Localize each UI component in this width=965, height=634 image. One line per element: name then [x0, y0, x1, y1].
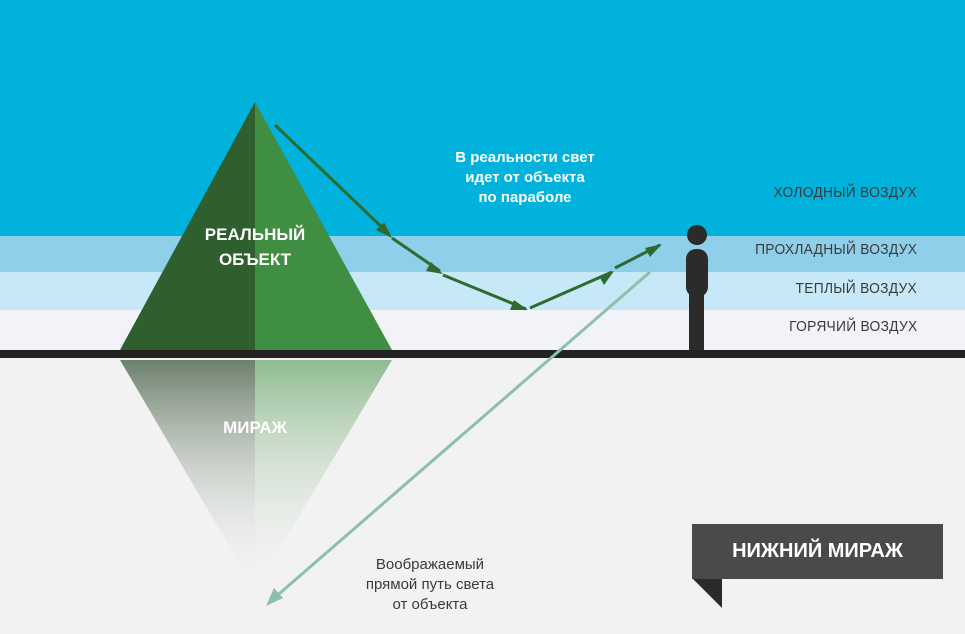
label-warm-air: ТЕПЛЫЙ ВОЗДУХ [795, 280, 917, 297]
arrowheads [376, 222, 662, 310]
ground-line [0, 350, 965, 358]
pyramid-left [120, 102, 255, 350]
arrow-segment [442, 273, 527, 311]
imaginary-light-path [266, 270, 651, 606]
person-head [687, 225, 707, 245]
observer-person [686, 225, 708, 350]
imaginary-path-note: Воображаемый прямой путь света от объект… [345, 555, 515, 615]
layer-cool-air [0, 236, 965, 272]
arrowhead-icon [599, 271, 614, 285]
label-cold-air: ХОЛОДНЫЙ ВОЗДУХ [773, 184, 917, 201]
mirage-right [255, 360, 392, 590]
label-line: РЕАЛЬНЫЙ [204, 225, 306, 244]
pyramid-right [255, 102, 392, 350]
arrowhead-icon [426, 262, 443, 274]
inferior-mirage-banner: НИЖНИЙ МИРАЖ [692, 524, 943, 579]
mirage-left [120, 360, 255, 590]
person-torso [686, 249, 708, 297]
note-line: идет от объекта [465, 169, 585, 186]
real-path-note: В реальности свет идет от объекта по пар… [430, 148, 620, 208]
note-line: В реальности свет [455, 149, 595, 166]
note-line: по параболе [478, 189, 572, 206]
person-legs [689, 290, 704, 350]
arrowhead-icon [510, 300, 528, 310]
arrow-segment [529, 270, 613, 310]
label-cool-air: ПРОХЛАДНЫЙ ВОЗДУХ [754, 241, 917, 258]
mirage-label: МИРАЖ [223, 418, 287, 437]
arrowhead-icon [645, 244, 662, 257]
arrow-segment [273, 123, 391, 236]
note-line: от объекта [392, 596, 468, 613]
label-line: ОБЪЕКТ [218, 250, 292, 269]
arrowhead-icon [266, 588, 283, 606]
label-hot-air: ГОРЯЧИЙ ВОЗДУХ [788, 318, 917, 335]
real-object-label: РЕАЛЬНЫЙ ОБЪЕКТ [185, 222, 325, 272]
arrow-segment [271, 270, 651, 602]
arrowhead-icon [376, 222, 392, 238]
note-line: Воображаемый [375, 556, 485, 573]
note-line: прямой путь света [365, 576, 495, 593]
layer-cold-air [0, 0, 965, 236]
banner-fold [692, 578, 722, 608]
